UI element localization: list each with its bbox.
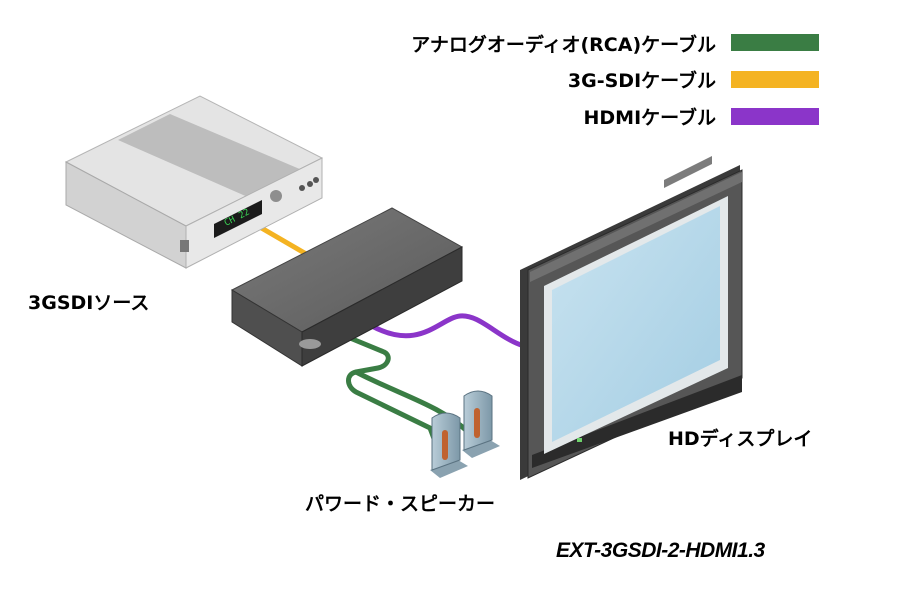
sdi-source-device: CH 22 xyxy=(64,95,324,269)
legend-swatch-analog-audio xyxy=(731,34,819,51)
legend-label-analog-audio: アナログオーディオ(RCA)ケーブル xyxy=(411,34,716,56)
model-number: EXT-3GSDI-2-HDMI1.3 xyxy=(556,539,765,562)
powered-speakers xyxy=(430,390,500,478)
legend-swatch-hdmi xyxy=(731,108,819,125)
hd-display xyxy=(520,156,743,480)
display-label: HDディスプレイ xyxy=(668,428,813,450)
extender-box xyxy=(230,207,464,367)
source-label: 3GSDIソース xyxy=(28,292,150,314)
speakers-label: パワード・スピーカー xyxy=(305,493,496,515)
speaker-right xyxy=(462,390,500,458)
legend-label-hdmi: HDMIケーブル xyxy=(583,107,716,129)
legend-swatch-3g-sdi xyxy=(731,71,819,88)
speaker-left xyxy=(430,412,468,478)
legend-label-3g-sdi: 3G-SDIケーブル xyxy=(567,70,716,92)
hdmi-cable xyxy=(369,313,527,349)
